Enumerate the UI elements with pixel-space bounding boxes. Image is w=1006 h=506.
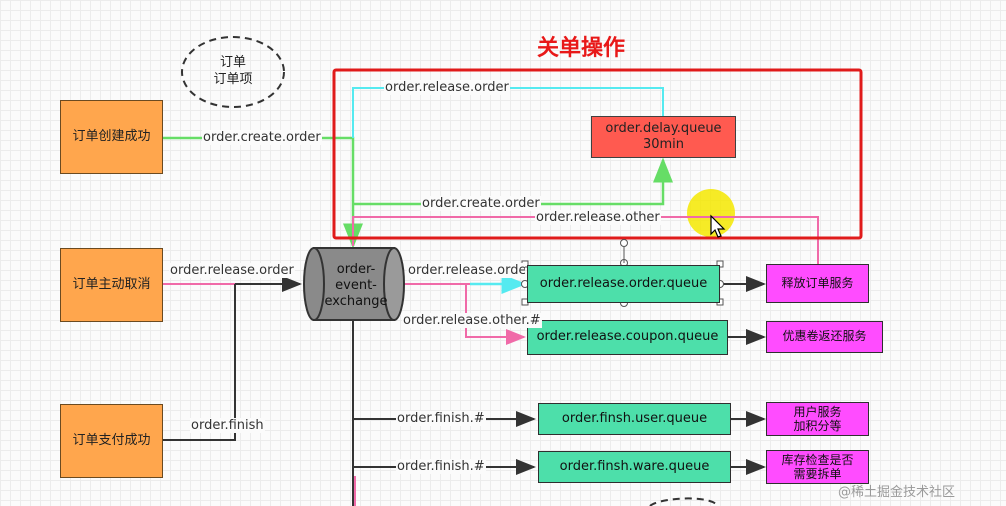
label-release-other-hash: order.release.other.#	[402, 313, 542, 328]
finish-ware-queue[interactable]: order.finsh.ware.queue	[538, 451, 731, 483]
label-create-order: order.create.order	[202, 130, 322, 145]
label-finish-hash-2: order.finish.#	[396, 459, 486, 474]
exchange-line-3: exchange	[324, 294, 388, 310]
watermark: @稀土掘金技术社区	[838, 485, 956, 500]
label-release-order-exchange: order.release.order	[407, 263, 525, 278]
edge-exchange-coupon	[465, 284, 526, 345]
ware-service-line-2: 需要拆单	[793, 467, 842, 481]
legend-line-2: 订单项	[213, 72, 253, 87]
legend-oval-partial	[649, 497, 719, 506]
cursor-pointer-icon	[710, 214, 726, 238]
release-order-queue[interactable]: order.release.order.queue	[527, 265, 720, 303]
exchange-line-2: event-	[335, 277, 377, 293]
label-finish-hash-1: order.finish.#	[396, 411, 486, 426]
user-service-line-2: 加积分等	[793, 419, 842, 433]
exchange-cylinder	[303, 247, 405, 321]
exchange-line-1: order-	[336, 261, 376, 277]
ware-service[interactable]: 库存检查是否 需要拆单	[766, 450, 869, 484]
cursor-highlight	[687, 189, 735, 237]
label-create-order-inner: order.create.order	[421, 196, 541, 211]
release-order-service[interactable]: 释放订单服务	[766, 264, 869, 303]
close-order-frame	[332, 68, 863, 240]
finish-user-queue[interactable]: order.finsh.user.queue	[538, 403, 731, 435]
label-finish: order.finish	[190, 418, 265, 433]
ware-service-line-1: 库存检查是否	[781, 452, 854, 467]
label-release-order-top: order.release.order	[384, 80, 510, 95]
edge-paid-to-exchange	[162, 284, 236, 441]
event-order-paid[interactable]: 订单支付成功	[60, 404, 163, 478]
release-coupon-queue[interactable]: order.release.coupon.queue	[527, 320, 728, 355]
legend-oval-label: 订单 订单项	[196, 52, 270, 92]
label-release-order-cancel: order.release.order	[169, 263, 295, 278]
diagram-title: 关单操作	[537, 36, 626, 61]
coupon-return-service[interactable]: 优惠卷返还服务	[766, 321, 883, 353]
event-order-created[interactable]: 订单创建成功	[60, 100, 163, 174]
legend-oval	[181, 36, 285, 108]
delay-queue-line-1: order.delay.queue	[605, 120, 722, 136]
legend-line-1: 订单	[219, 55, 246, 71]
event-order-cancel[interactable]: 订单主动取消	[60, 248, 163, 322]
user-service-line-1: 用户服务	[793, 404, 842, 419]
edge-create-order	[162, 136, 363, 249]
delay-queue-line-2: 30min	[642, 137, 685, 152]
delay-queue[interactable]: order.delay.queue 30min	[591, 116, 736, 158]
exchange-label[interactable]: order- event- exchange	[312, 258, 400, 314]
label-release-other: order.release.other	[535, 210, 661, 225]
user-service[interactable]: 用户服务 加积分等	[766, 402, 869, 436]
